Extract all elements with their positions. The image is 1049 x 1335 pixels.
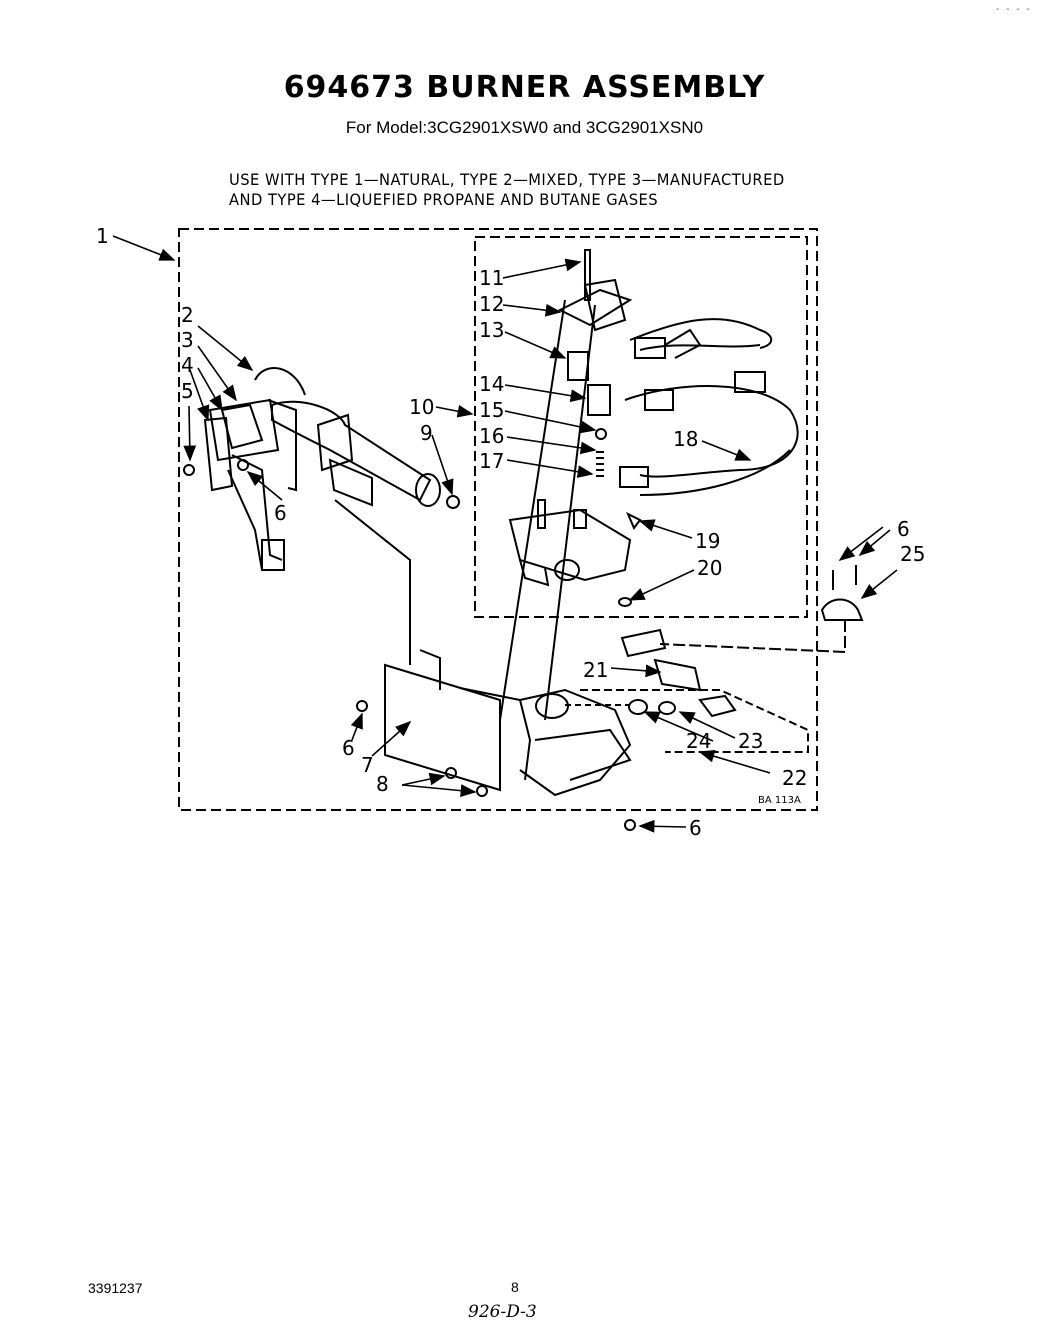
callout-25: 25 (900, 542, 925, 566)
callout-7: 7 (361, 753, 374, 777)
callout-13: 13 (479, 318, 504, 342)
part-number: 3391237 (88, 1280, 143, 1296)
callout-21: 21 (583, 658, 608, 682)
model-subtitle: For Model:3CG2901XSW0 and 3CG2901XSN0 (345, 118, 704, 137)
callout-18: 18 (673, 427, 698, 451)
callout-2: 2 (181, 303, 194, 327)
page-number: 8 (511, 1279, 519, 1295)
usage-note: USE WITH TYPE 1—NATURAL, TYPE 2—MIXED, T… (229, 170, 785, 210)
handwritten-code: 926-D-3 (468, 1302, 537, 1322)
callout-24: 24 (686, 729, 711, 753)
callout-1: 1 (96, 224, 109, 248)
callout-5: 5 (181, 379, 194, 403)
callout-3: 3 (181, 328, 194, 352)
usage-note-line-2: AND TYPE 4—LIQUEFIED PROPANE AND BUTANE … (229, 190, 659, 209)
callout-8: 8 (376, 772, 389, 796)
drawing-code: BA 113A (758, 795, 801, 806)
callout-6c: 6 (342, 736, 355, 760)
corner-mark: - - - - (996, 4, 1032, 15)
callout-9: 9 (420, 421, 433, 445)
callout-23: 23 (738, 729, 763, 753)
valve-frame (474, 236, 808, 618)
callout-22: 22 (782, 766, 807, 790)
callout-labels: 1 2 3 4 5 6 7 8 9 10 11 12 13 14 15 16 1… (96, 224, 925, 840)
callout-6a: 6 (274, 501, 287, 525)
callout-11: 11 (479, 266, 504, 290)
parts-drawing (183, 249, 864, 831)
callout-6d: 6 (689, 816, 702, 840)
callout-10: 10 (409, 395, 434, 419)
leader-lines (112, 235, 898, 833)
callout-19: 19 (695, 529, 720, 553)
callout-17: 17 (479, 449, 504, 473)
usage-note-line-1: USE WITH TYPE 1—NATURAL, TYPE 2—MIXED, T… (229, 170, 785, 189)
callout-20: 20 (697, 556, 722, 580)
callout-15: 15 (479, 398, 504, 422)
callout-6b: 6 (897, 517, 910, 541)
callout-16: 16 (479, 424, 504, 448)
callout-4: 4 (181, 353, 194, 377)
assembly-frame (178, 228, 818, 811)
callout-12: 12 (479, 292, 504, 316)
page-title: 694673 BURNER ASSEMBLY (283, 70, 766, 105)
callout-14: 14 (479, 372, 504, 396)
